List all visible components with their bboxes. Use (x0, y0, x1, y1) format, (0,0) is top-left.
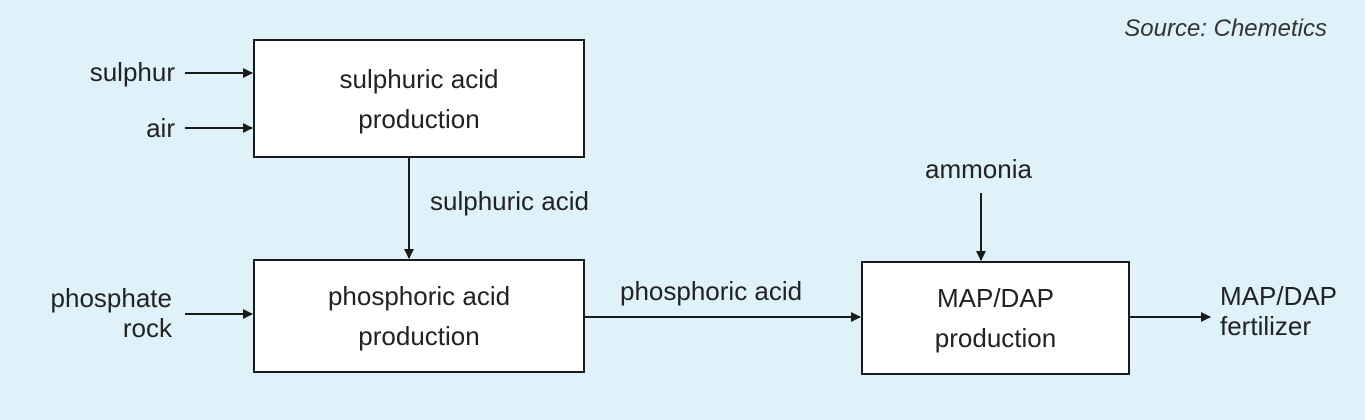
label-line: MAP/DAP (1220, 281, 1338, 311)
box-line: MAP/DAP (936, 283, 1055, 313)
sulphuric-acid-production-box: sulphuric acid production (253, 39, 585, 158)
source-credit: Source: Chemetics (1124, 15, 1327, 42)
box-line: sulphuric acid (339, 63, 499, 94)
input-phosphate-rock-label: phosphate rock (20, 283, 172, 343)
label-line: rock (122, 313, 172, 343)
flow-phosphoric-acid-label: phosphoric acid (620, 276, 803, 306)
label-line: fertilizer (1220, 311, 1312, 341)
phosphoric-acid-production-box: phosphoric acid production (253, 259, 585, 373)
box-line: production (358, 103, 480, 134)
input-air-label: air (146, 113, 175, 143)
box-line: phosphoric acid (327, 281, 511, 311)
output-map-dap-fertilizer-label: MAP/DAP fertilizer (1220, 281, 1337, 341)
input-ammonia-label: ammonia (925, 154, 1032, 184)
box-line: production (934, 323, 1057, 353)
label-line: phosphate (50, 283, 172, 313)
flow-sulphuric-acid-label: sulphuric acid (430, 186, 589, 216)
map-dap-production-box: MAP/DAP production (861, 261, 1130, 375)
box-line: production (358, 321, 480, 351)
input-sulphur-label: sulphur (89, 57, 175, 87)
